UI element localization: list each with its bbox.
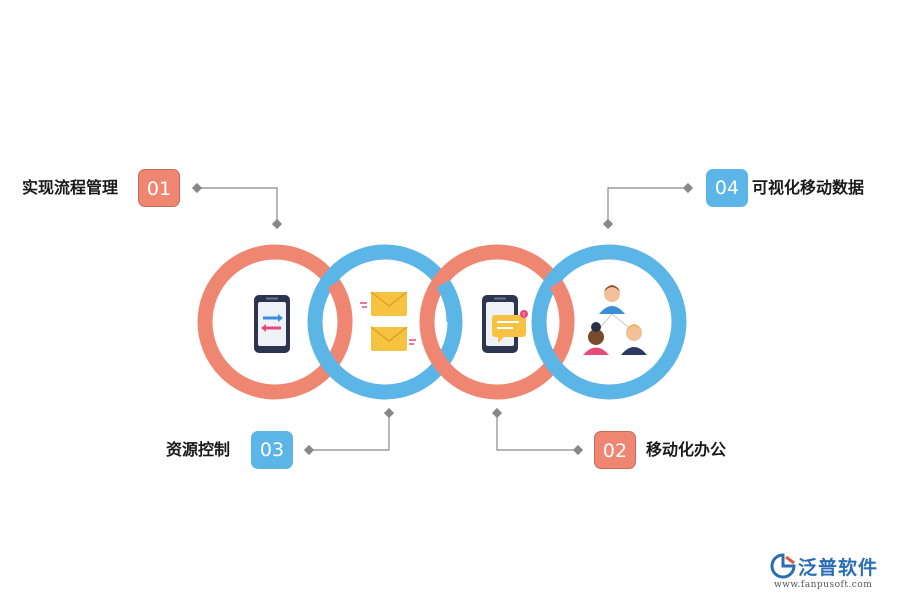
phone-message-icon: ! [482, 295, 528, 353]
team-icon [583, 285, 647, 355]
item-01-badge: 01 [138, 169, 180, 207]
connector-04 [602, 182, 694, 230]
item-04-badge: 04 [706, 169, 748, 207]
item-02-badge: 02 [594, 431, 636, 469]
phone-transfer-icon [254, 295, 290, 353]
item-02-label: 移动化办公 [646, 440, 727, 459]
svg-text:!: ! [523, 312, 525, 319]
brand-logo: 泛普软件 www.fanpusoft.com [770, 553, 892, 593]
envelopes-icon [360, 291, 416, 351]
item-03-label: 资源控制 [166, 440, 231, 459]
connector-02 [491, 407, 584, 456]
item-03-badge: 03 [251, 431, 293, 469]
logo-url: www.fanpusoft.com [774, 580, 873, 590]
logo-name: 泛普软件 [798, 557, 879, 579]
ring-4 [531, 244, 687, 400]
item-01-label: 实现流程管理 [22, 178, 119, 197]
item-04-label: 可视化移动数据 [752, 178, 865, 197]
logo-mark-icon [770, 553, 796, 579]
connector-03 [303, 407, 395, 456]
connector-01 [191, 182, 283, 230]
